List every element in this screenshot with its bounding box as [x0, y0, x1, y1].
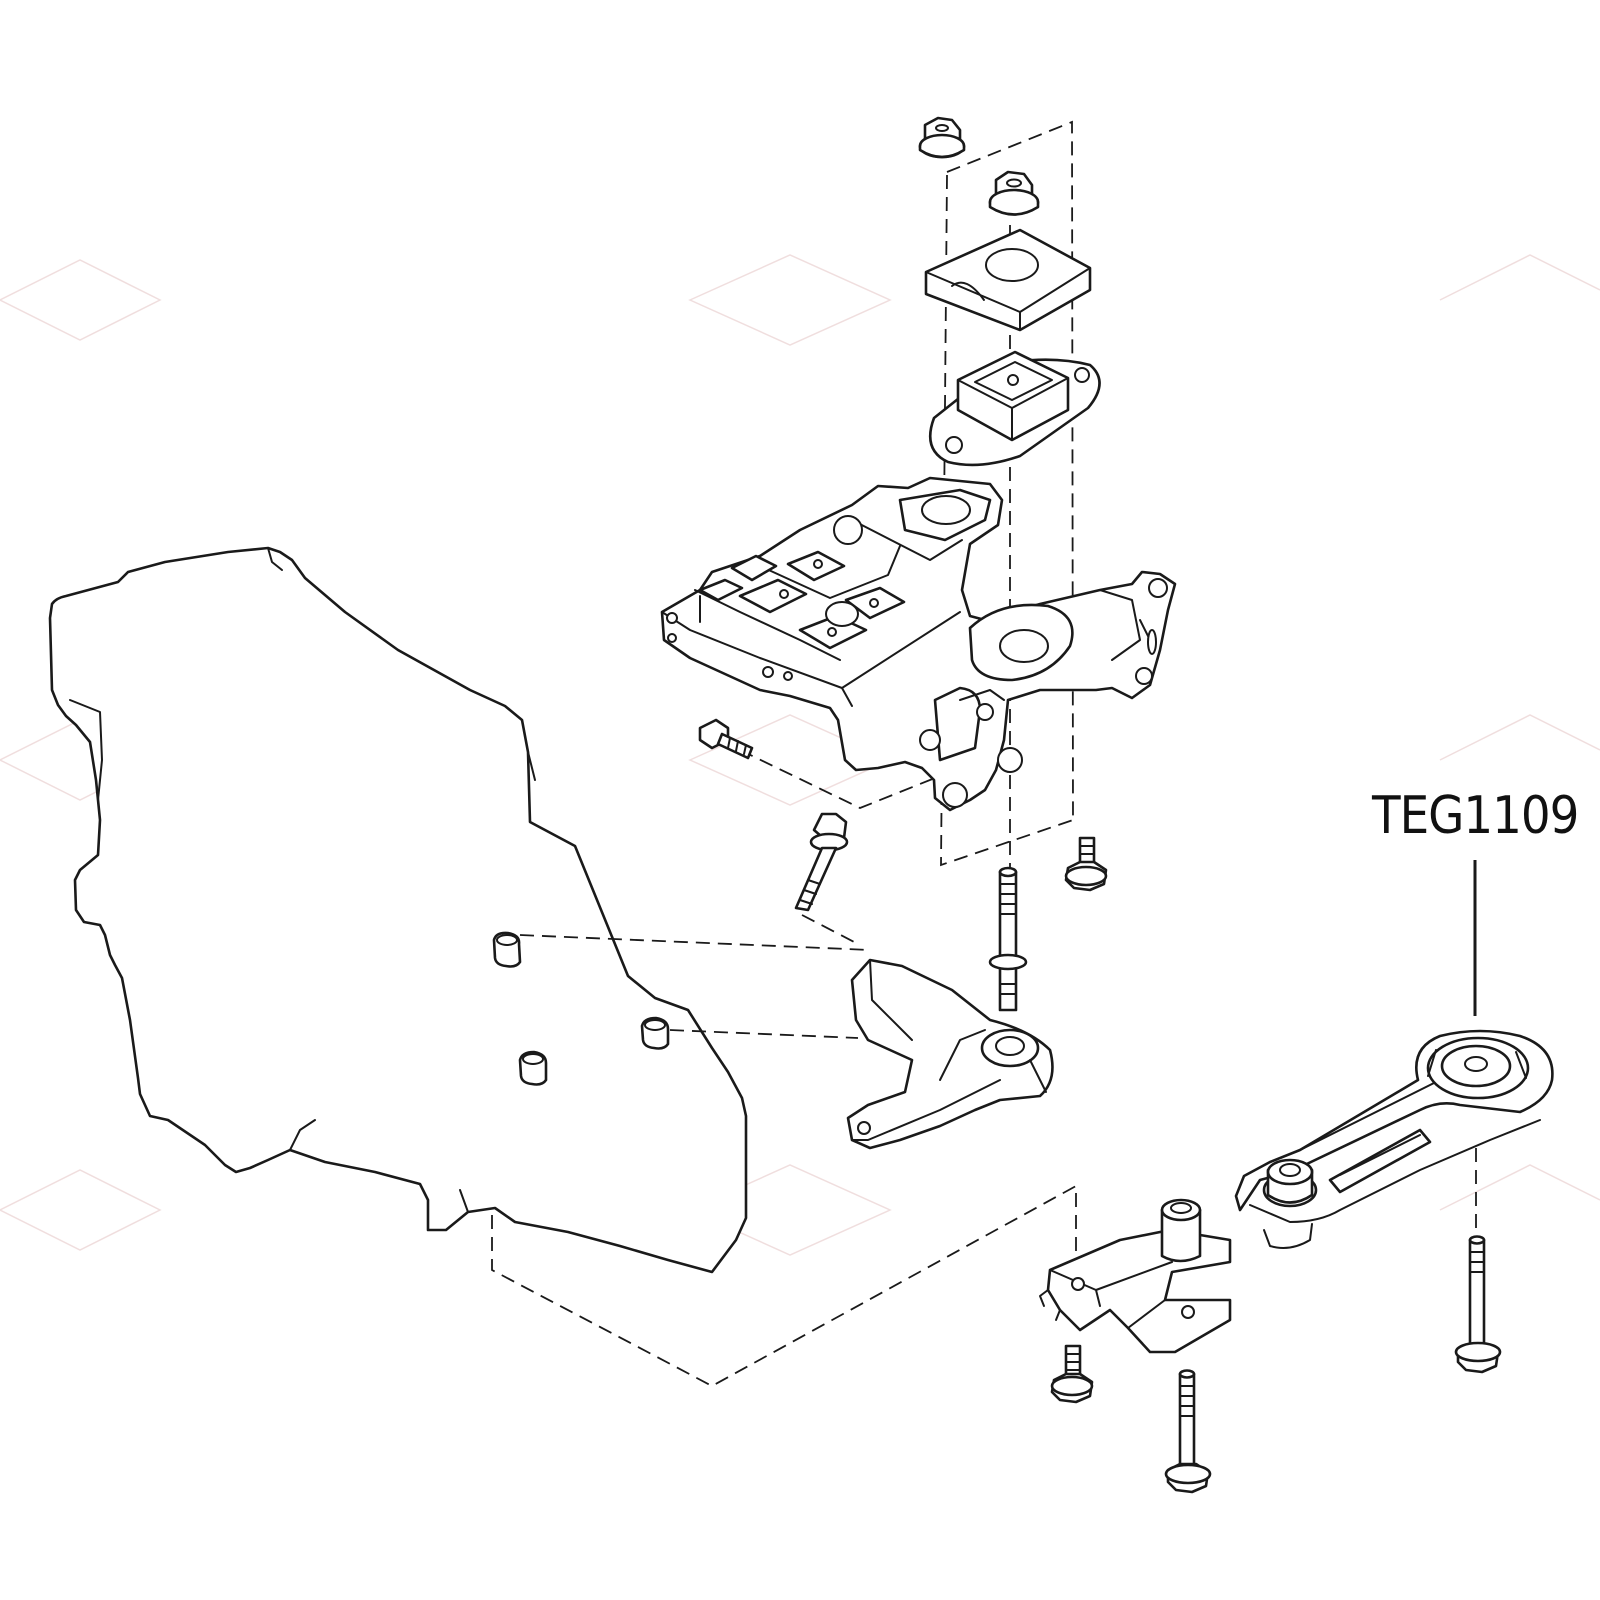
long-bolt: [794, 812, 849, 912]
top-flange-nut: [918, 116, 966, 159]
assembly-dashed-lines: [491, 120, 1477, 1388]
bracket-bolt-left: [698, 718, 754, 760]
part-number-label: TEG1109: [1372, 786, 1579, 846]
torque-rod-bolt: [1454, 1235, 1502, 1374]
lower-mounting-bracket: [1039, 1198, 1232, 1354]
lower-bolt-short: [1050, 1344, 1094, 1404]
transmission-bracket: [660, 476, 1177, 812]
lower-bolt-long: [1164, 1369, 1212, 1494]
engine-block: [48, 546, 748, 1274]
bracket-bolt-right: [1064, 836, 1108, 892]
torque-rod-mount: [1234, 1029, 1554, 1249]
stud-bolt: [988, 866, 1028, 1012]
lower-support-arm: [846, 958, 1054, 1150]
engine-studs: [492, 931, 670, 1086]
retainer-plate: [924, 228, 1092, 332]
rubber-mount-insulator: [929, 350, 1101, 467]
second-flange-nut: [988, 170, 1040, 216]
